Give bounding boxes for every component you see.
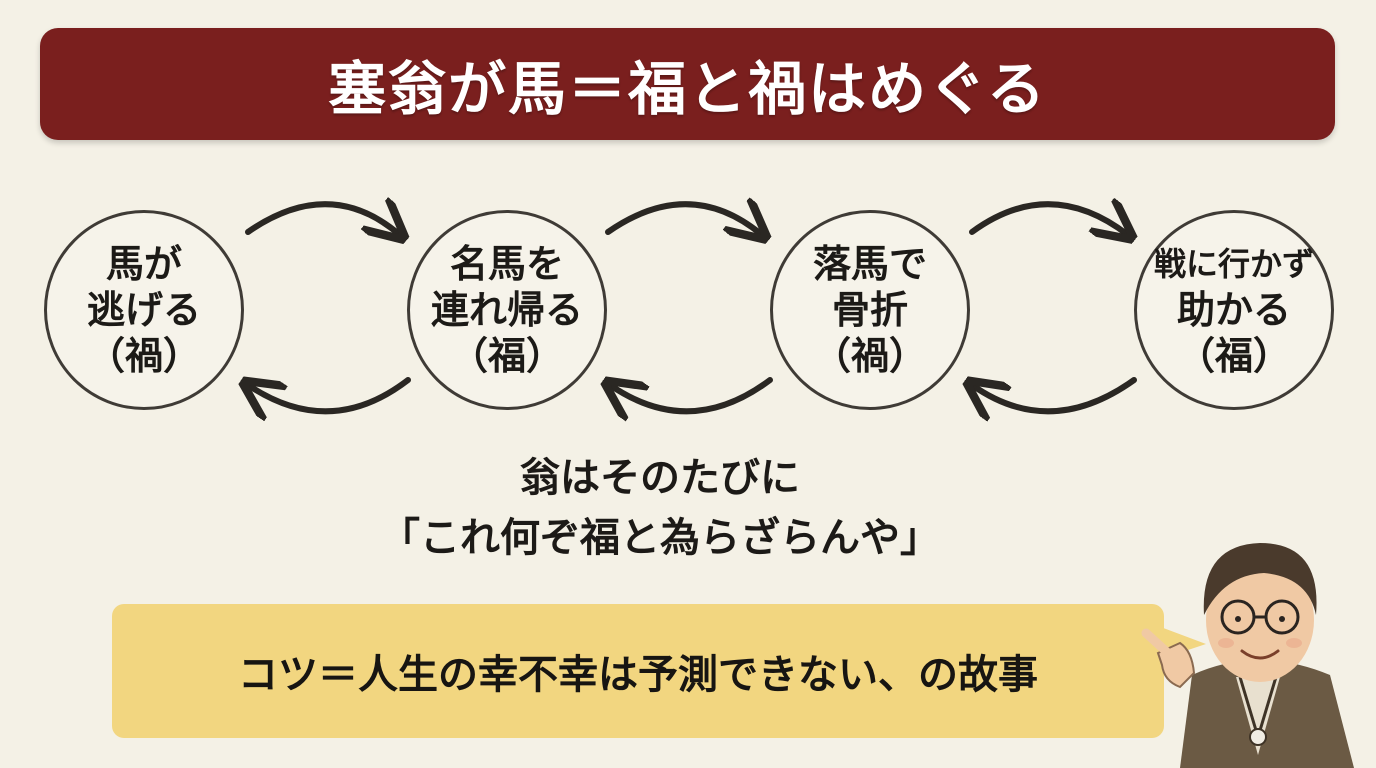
tip-callout: コツ＝人生の幸不幸は予測できない、の故事 bbox=[112, 604, 1164, 738]
node-line: 落馬で bbox=[812, 242, 927, 286]
forward-arrow-2 bbox=[605, 204, 762, 235]
quote-intro: 翁はそのたびに bbox=[520, 455, 800, 501]
node-line: 名馬を bbox=[449, 242, 564, 286]
tip-text: コツ＝人生の幸不幸は予測できない、の故事 bbox=[238, 652, 1038, 698]
node-line: 連れ帰る bbox=[430, 288, 583, 332]
back-arrow-1 bbox=[248, 380, 411, 411]
forward-arrow-1 bbox=[245, 204, 400, 235]
node-line: 逃げる bbox=[86, 288, 201, 332]
quote-text: 「これ何ぞ福と為らざらんや」 bbox=[380, 515, 940, 561]
flow-node-spared-from-war: 戦に行かず 助かる （福） bbox=[1134, 210, 1334, 410]
node-line: 助かる bbox=[1176, 288, 1291, 332]
node-line: （福） bbox=[1176, 334, 1291, 378]
title-banner: 塞翁が馬＝福と禍はめぐる bbox=[40, 28, 1335, 140]
quote-block: 翁はそのたびに 「これ何ぞ福と為らざらんや」 bbox=[300, 448, 1020, 568]
back-arrow-3 bbox=[972, 380, 1137, 411]
page-title: 塞翁が馬＝福と禍はめぐる bbox=[328, 55, 1047, 123]
flow-node-horse-escapes: 馬が 逃げる （禍） bbox=[44, 210, 244, 410]
flow-node-falls-and-breaks-bone: 落馬で 骨折 （禍） bbox=[770, 210, 970, 410]
node-line: 骨折 bbox=[831, 288, 908, 332]
flow-node-brings-fine-horse: 名馬を 連れ帰る （福） bbox=[407, 210, 607, 410]
back-arrow-2 bbox=[610, 380, 773, 411]
node-line: （福） bbox=[449, 334, 564, 378]
node-line: （禍） bbox=[86, 334, 201, 378]
scholar-illustration bbox=[1141, 543, 1354, 768]
node-line: 馬が bbox=[105, 242, 182, 286]
node-line: （禍） bbox=[812, 334, 927, 378]
forward-arrow-3 bbox=[969, 204, 1128, 235]
node-line: 戦に行かず bbox=[1153, 245, 1314, 283]
